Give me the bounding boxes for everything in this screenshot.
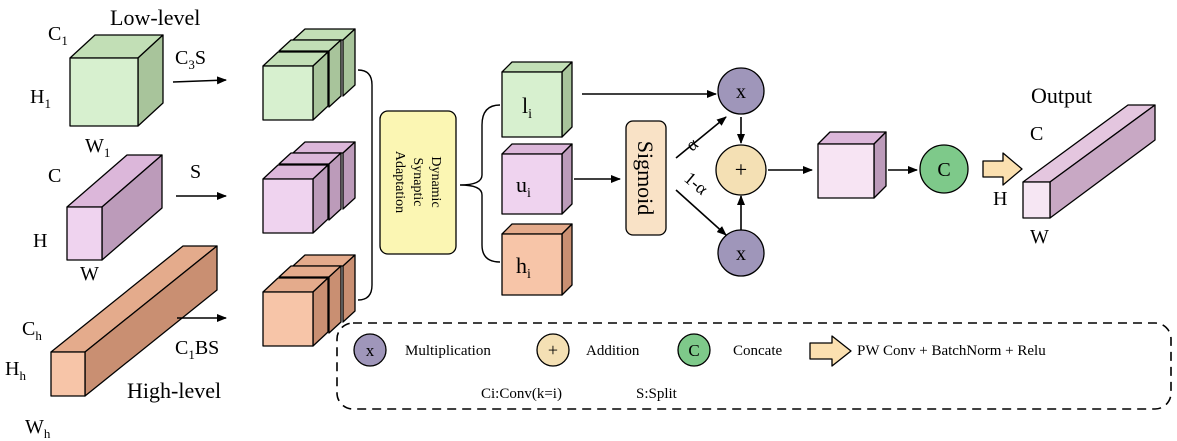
legend-pw-label: PW Conv + BatchNorm + Relu: [857, 343, 1046, 359]
legend-add-label: Addition: [586, 343, 640, 359]
legend-s-note: S:Split: [636, 386, 678, 402]
mid-level-bar: [66, 154, 163, 261]
low-w-label: W1: [85, 135, 110, 160]
branch-cube-l: [501, 61, 573, 138]
high-h-label: Hh: [5, 358, 26, 383]
sigmoid-box: Sigmoid: [625, 120, 667, 236]
mid-w-label: W: [80, 263, 99, 285]
add-node: +: [715, 144, 767, 196]
low-op-label: C3S: [175, 47, 206, 72]
low-h-label: H1: [30, 86, 51, 111]
mid-h-label: H: [33, 230, 47, 252]
legend-add-symbol: +: [548, 340, 558, 360]
high-c-label: Ch: [22, 318, 42, 343]
mult-node-top-symbol: x: [736, 81, 746, 103]
split-stack-green: [262, 28, 356, 121]
high-w-label: Wh: [25, 416, 51, 441]
high-level-bar: [50, 245, 218, 397]
mult-node-top: x: [717, 67, 765, 115]
high-level-title: High-level: [127, 378, 221, 403]
dsa-line-3: Adaptation: [392, 151, 407, 213]
legend-concat-symbol: C: [688, 341, 699, 360]
output-bar: [1022, 104, 1156, 219]
low-arrow: [172, 76, 227, 85]
output-h-label: H: [993, 188, 1007, 210]
dsa-line-2: Synaptic: [410, 158, 425, 207]
one-minus-alpha-label: 1-α: [680, 168, 712, 199]
low-level-title: Low-level: [110, 5, 200, 30]
concat-node-symbol: C: [937, 159, 950, 181]
legend-mult-symbol: x: [366, 341, 375, 360]
low-level-cube: [69, 34, 164, 127]
output-c-label: C: [1030, 123, 1043, 145]
stack-bracket: [357, 69, 373, 301]
branch-label-h: hi: [516, 253, 531, 282]
legend-ci-note: Ci:Conv(k=i): [481, 386, 562, 402]
output-w-label: W: [1030, 226, 1049, 248]
arrow-alpha: [675, 116, 727, 159]
mid-op-label: S: [190, 161, 201, 183]
legend-pw-arrow: [809, 335, 852, 367]
legend-concat-icon: [677, 333, 711, 367]
dsa-line-1: Dynamic: [428, 156, 443, 207]
dsa-brace: [459, 104, 501, 263]
branch-cube-u: [501, 143, 573, 215]
concat-node: C: [919, 144, 969, 194]
legend-border: [336, 322, 1172, 410]
arrow-one-minus-alpha: [675, 189, 727, 236]
legend-concat-label: Concate: [733, 343, 782, 359]
legend-add-icon: [536, 333, 570, 367]
legend: x Multiplication + Addition C Concate PW…: [336, 322, 1172, 410]
mult-node-bottom-symbol: x: [736, 243, 746, 265]
mult-node-bottom: x: [717, 229, 765, 277]
high-op-label: C1BS: [175, 337, 219, 362]
legend-mult-label: Multiplication: [405, 343, 491, 359]
sigmoid-label: Sigmoid: [633, 141, 658, 216]
legend-mult-icon: [353, 333, 387, 367]
split-stack-pink: [262, 141, 356, 234]
mid-c-label: C: [48, 165, 61, 187]
dsa-box: Dynamic Synaptic Adaptation: [379, 110, 457, 255]
split-stack-orange: [262, 254, 356, 347]
output-title: Output: [1031, 83, 1092, 108]
pw-conv-arrow: [982, 152, 1023, 186]
branch-label-l: li: [522, 93, 532, 122]
branch-cube-h: [501, 223, 573, 296]
low-c-label: C1: [48, 23, 68, 48]
fused-cube: [817, 131, 887, 199]
branch-label-u: ui: [516, 172, 531, 201]
add-node-symbol: +: [735, 157, 747, 182]
